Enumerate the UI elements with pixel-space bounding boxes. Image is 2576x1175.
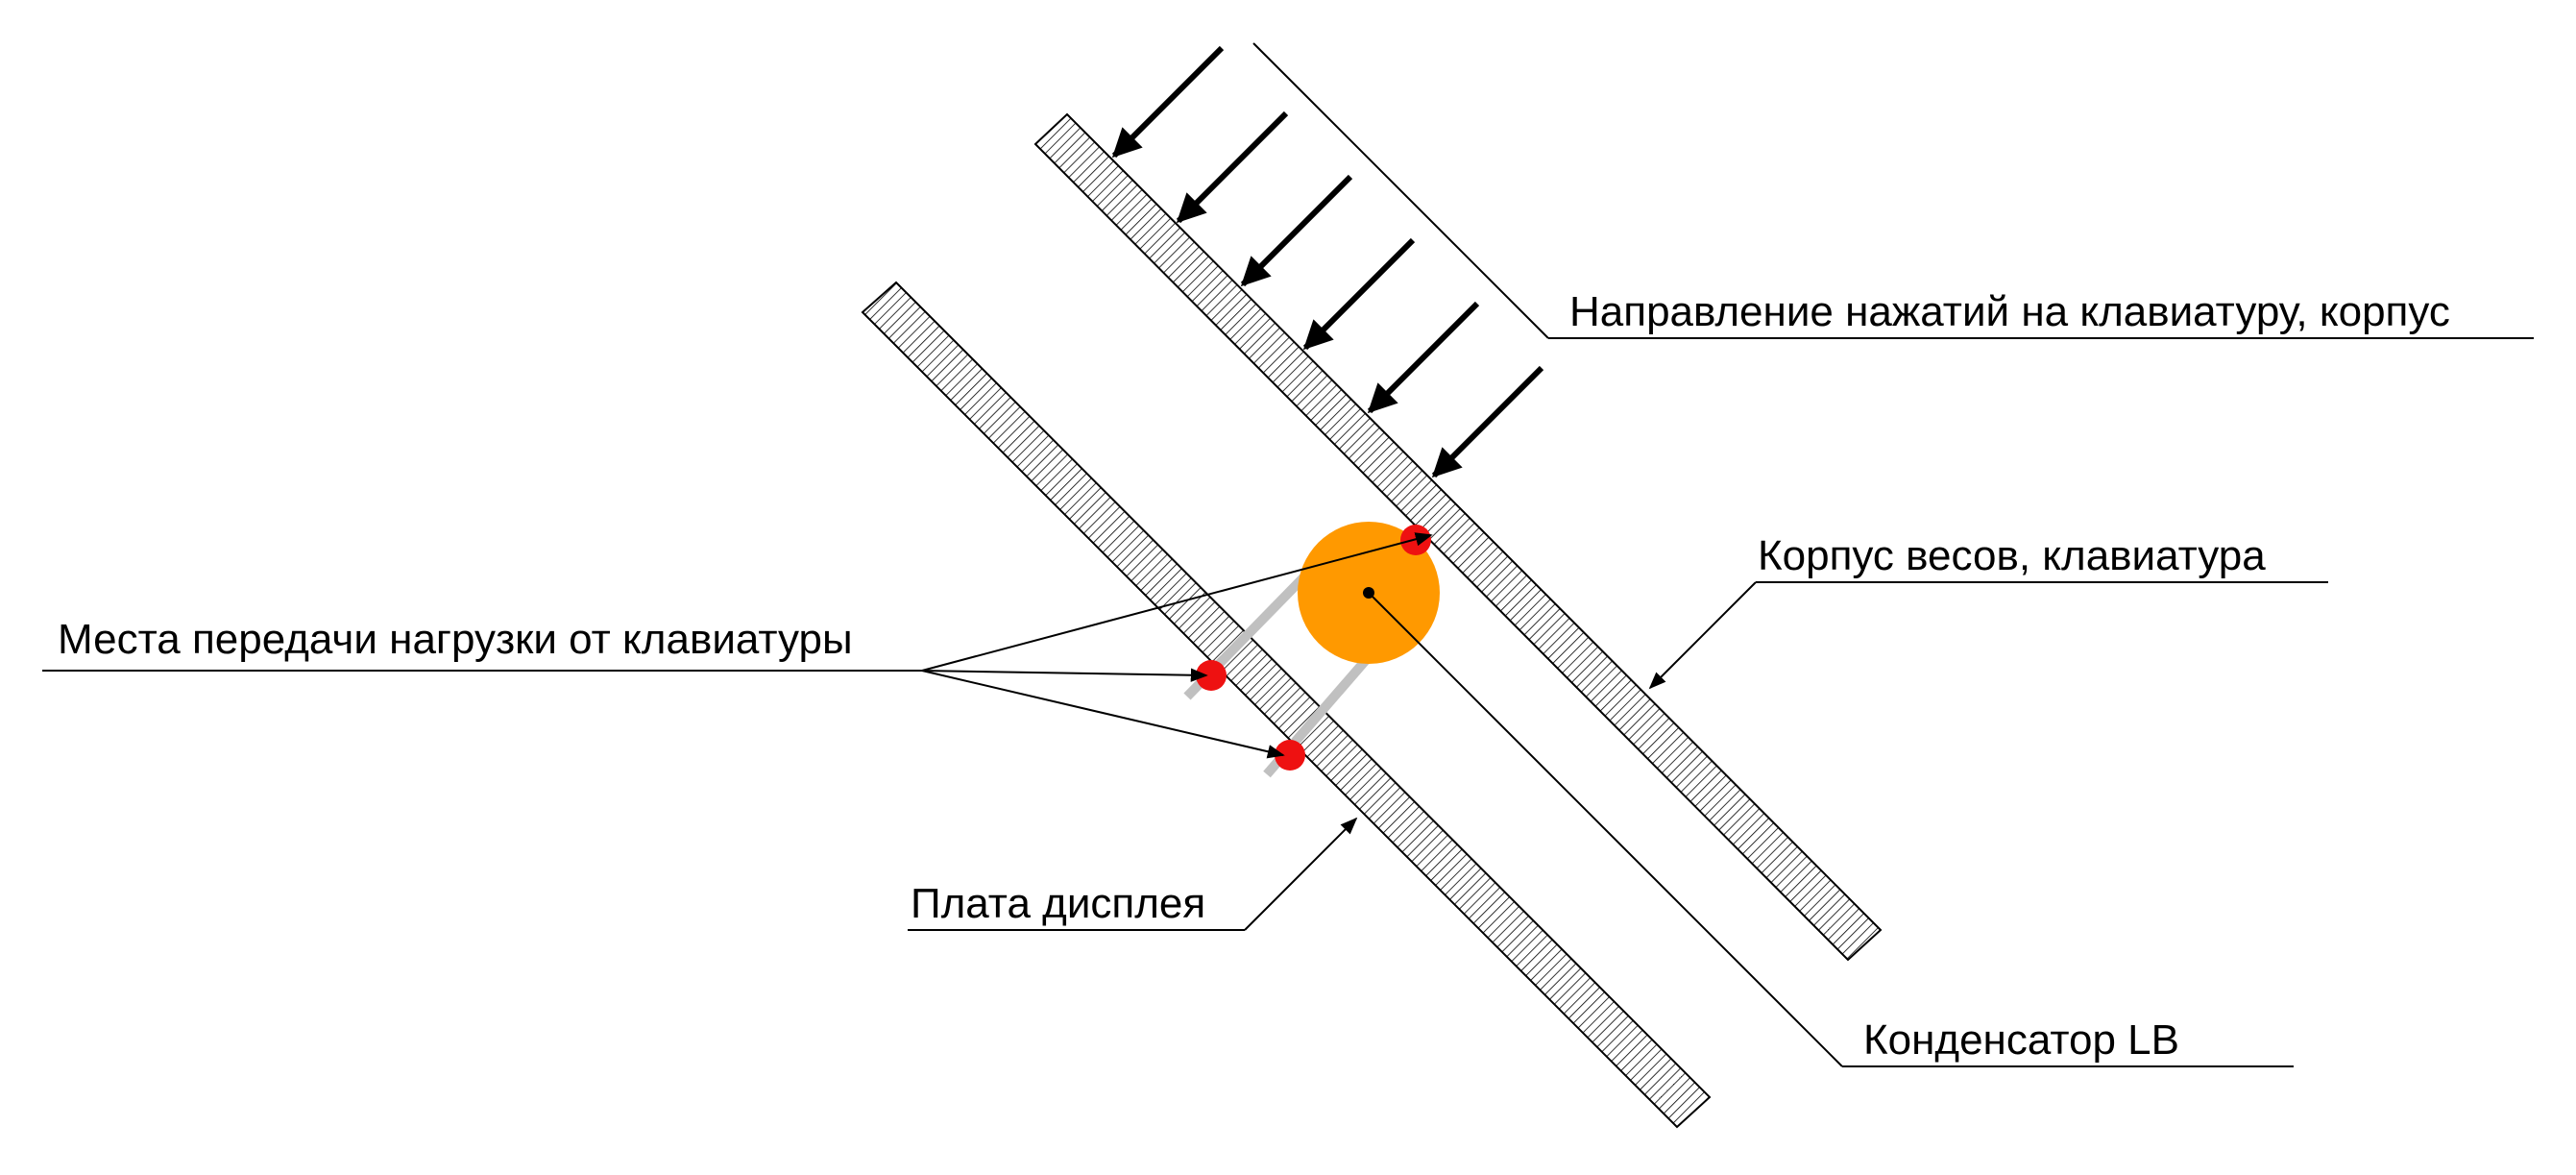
scale-body-board <box>1033 112 1883 962</box>
load-points-label: Места передачи нагрузки от клавиатуры <box>58 616 853 663</box>
scale-body-label: Корпус весов, клавиатура <box>1758 532 2266 579</box>
press-arrow <box>1111 45 1225 159</box>
press-arrow <box>1431 365 1544 478</box>
capacitor-callout: Конденсатор LB <box>1368 592 2294 1067</box>
press-direction-callout: Направление нажатий на клавиатуру, корпу… <box>1252 42 2534 339</box>
press-arrow <box>1240 174 1353 287</box>
press-arrow <box>1367 301 1480 414</box>
press-arrow <box>1302 237 1416 351</box>
display-board-callout: Плата дисплея <box>908 817 1358 931</box>
press-direction-label: Направление нажатий на клавиатуру, корпу… <box>1569 288 2450 335</box>
load-points-callout: Места передачи нагрузки от клавиатуры <box>42 532 1433 759</box>
capacitor-label: Конденсатор LB <box>1863 1016 2179 1064</box>
display-board-label: Плата дисплея <box>911 880 1205 927</box>
press-arrows <box>1111 45 1544 478</box>
display-board <box>861 281 1712 1129</box>
contact-point-left <box>1196 660 1227 691</box>
press-arrow <box>1176 110 1289 224</box>
scale-body-callout: Корпус весов, клавиатура <box>1648 532 2328 690</box>
